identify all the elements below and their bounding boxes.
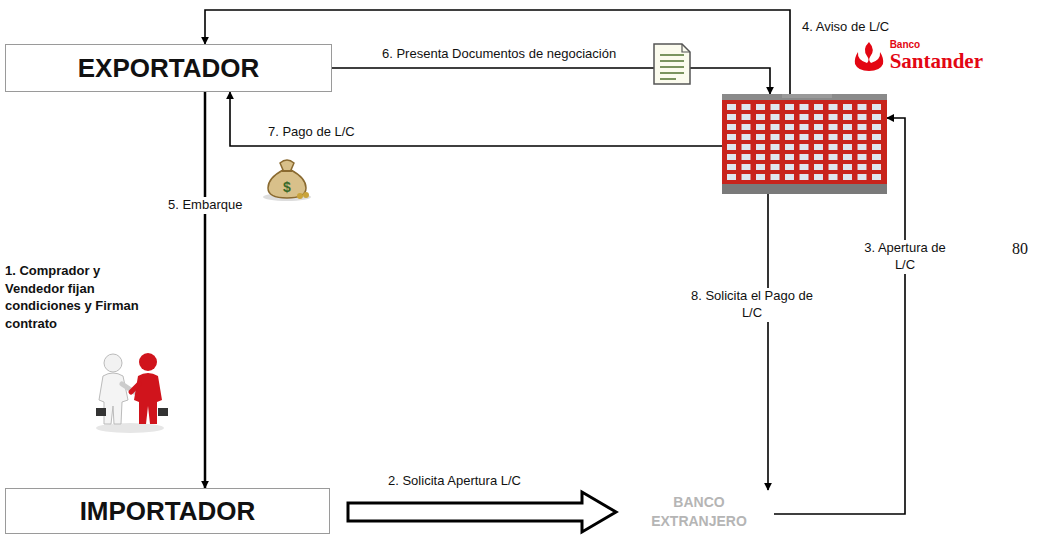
- flow-arrow: [204, 92, 207, 488]
- svg-text:$: $: [283, 179, 291, 195]
- block-arrow: [348, 492, 616, 532]
- edge-label: 4. Aviso de L/C: [800, 19, 891, 36]
- page-number: 80: [1012, 240, 1028, 258]
- money-bag-icon: $: [263, 160, 311, 201]
- edge-label: 3. Apertura de L/C: [853, 240, 957, 274]
- flow-arrow: [767, 194, 769, 490]
- bank-logo: BancoSantander: [854, 40, 983, 72]
- node-title: EXPORTADOR: [78, 53, 260, 84]
- node-title: BANCO EXTRANJERO: [626, 493, 772, 531]
- logo-flame: [854, 40, 884, 72]
- node-title: IMPORTADOR: [80, 496, 256, 527]
- party-box: EXPORTADOR: [5, 44, 332, 92]
- logo-text: Santander: [890, 50, 983, 72]
- step-note: 1. Comprador y Vendedor fijan condicione…: [5, 262, 155, 332]
- edge-label: 7. Pago de L/C: [266, 124, 357, 141]
- logo-small-text: Banco: [890, 40, 983, 50]
- edge-label: 5. Embarque: [166, 197, 244, 214]
- bank-building: [722, 94, 887, 194]
- document-icon: [654, 44, 690, 84]
- bank-label-node: BANCO EXTRANJERO: [626, 490, 772, 534]
- edge-label: 6. Presenta Documentos de negociación: [380, 46, 618, 63]
- flow-arrow: [230, 92, 722, 146]
- flow-arrow: [332, 68, 770, 94]
- party-box: IMPORTADOR: [5, 488, 330, 534]
- handshake-figures: [96, 353, 168, 433]
- bank-node: BancoSantander: [722, 40, 987, 194]
- edge-label: 2. Solicita Apertura L/C: [386, 473, 523, 490]
- edge-label: 8. Solicita el Pago de L/C: [686, 288, 818, 322]
